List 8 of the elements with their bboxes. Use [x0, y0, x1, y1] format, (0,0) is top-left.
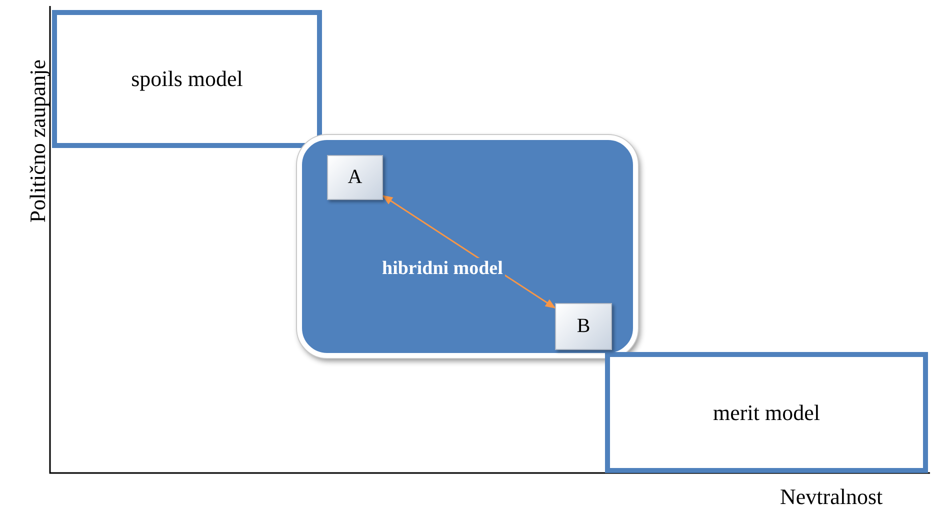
group-box [297, 135, 638, 358]
point-box: A [327, 155, 383, 200]
double-arrow [382, 195, 556, 309]
point-box: B [555, 303, 612, 350]
x-axis-label: Nevtralnost [780, 484, 883, 510]
model-box: merit model [605, 352, 928, 473]
y-axis-label: Politično zaupanje [25, 58, 51, 225]
model-box: spoils model [52, 10, 322, 148]
